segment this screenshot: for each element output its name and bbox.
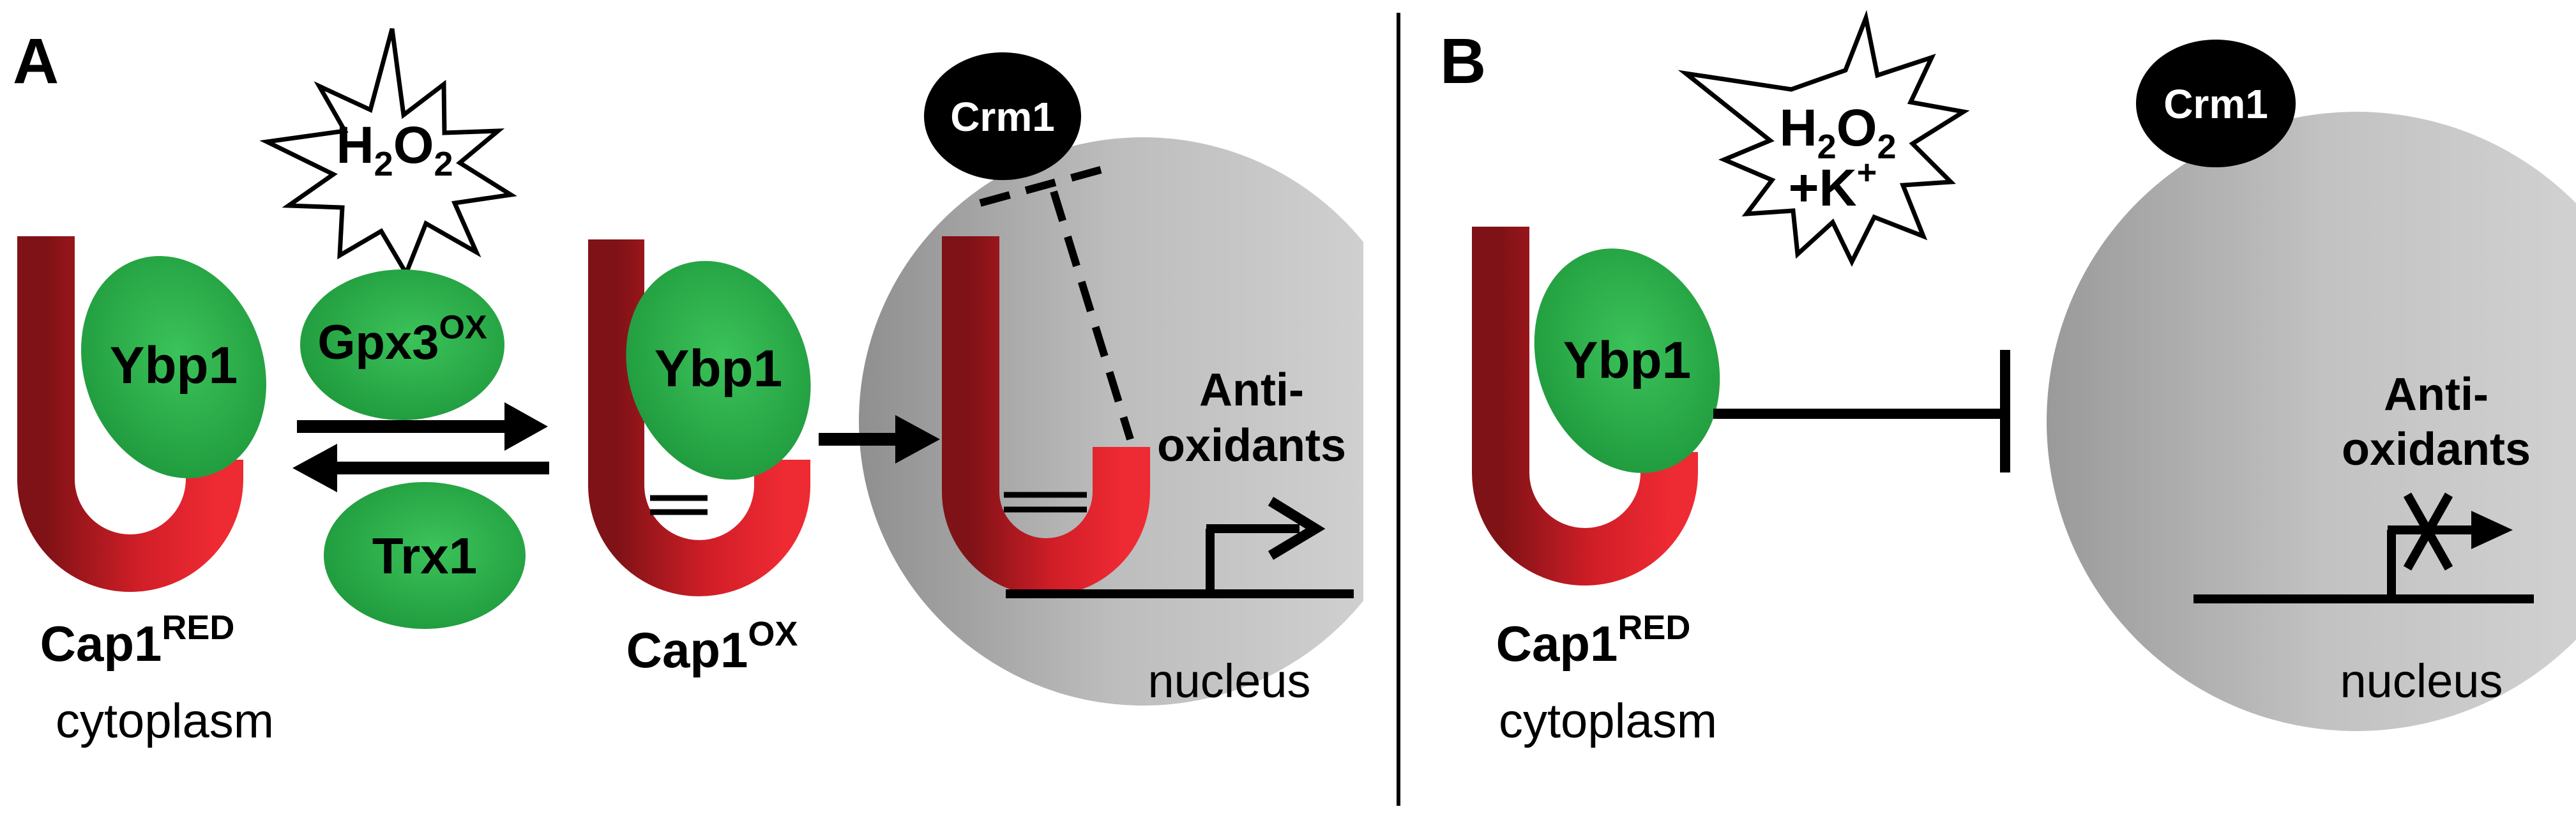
antioxidants-label-a-2: oxidants bbox=[1157, 420, 1346, 471]
equilibrium-arrows bbox=[292, 402, 549, 492]
inhibition-arrow bbox=[1713, 350, 2010, 472]
panel-b-letter: B bbox=[1440, 26, 1486, 97]
gpx3-label: Gpx3OX bbox=[317, 309, 487, 370]
antioxidants-label-a-1: Anti- bbox=[1199, 365, 1304, 416]
crm1-label-a: Crm1 bbox=[950, 94, 1055, 140]
panel-b: B Crm1 H2O2 +K+ Ybp1 Cap1RED cytoplasm A… bbox=[1440, 10, 2576, 748]
trx1-label: Trx1 bbox=[372, 527, 478, 584]
cap1-red-label-b: Cap1RED bbox=[1496, 608, 1691, 672]
nucleus-label-a: nucleus bbox=[1148, 654, 1310, 707]
import-arrow bbox=[819, 415, 940, 464]
ybp1-blob-a2 bbox=[626, 261, 811, 480]
h2o2-k-starburst-b bbox=[1678, 10, 1970, 267]
ybp1-blob-a1 bbox=[81, 256, 266, 478]
nucleus-b bbox=[2047, 112, 2576, 731]
cap1-nuclear-protein bbox=[942, 236, 1150, 596]
crm1-blob-a bbox=[924, 52, 1081, 180]
panel-a-letter: A bbox=[13, 26, 59, 97]
crm1-blocked-dash bbox=[979, 163, 1134, 441]
antioxidants-label-b-1: Anti- bbox=[2384, 369, 2489, 420]
ybp1-label-a2: Ybp1 bbox=[655, 340, 782, 398]
cap1-red-protein-a bbox=[17, 236, 243, 592]
transcription-arrow-a bbox=[1268, 497, 1326, 560]
cap1-red-label-a: Cap1RED bbox=[40, 608, 235, 672]
h2o2-label-b: H2O2 bbox=[1779, 99, 1896, 166]
ybp1-blob-b bbox=[1534, 248, 1720, 473]
disulfide-bond-nuclear bbox=[1004, 492, 1087, 513]
panel-a: A H2O2 Ybp1 Cap1RED cytoplasm Gpx3OX Trx… bbox=[13, 26, 1363, 748]
cytoplasm-label-b: cytoplasm bbox=[1499, 694, 1717, 748]
cap1-red-protein-b bbox=[1472, 227, 1698, 586]
cap1-ox-label: Cap1OX bbox=[626, 615, 798, 678]
crm1-blob-b bbox=[2136, 40, 2296, 167]
nucleus-label-b: nucleus bbox=[2340, 654, 2503, 707]
gpx3-blob bbox=[300, 269, 504, 420]
blocked-transcription-x bbox=[2403, 492, 2453, 571]
trx1-blob bbox=[324, 482, 526, 629]
antioxidants-label-b-2: oxidants bbox=[2342, 424, 2531, 475]
disulfide-bond-ox bbox=[650, 495, 708, 515]
cytoplasm-label-a: cytoplasm bbox=[56, 694, 274, 748]
k-plus-label-b: +K+ bbox=[1789, 153, 1877, 217]
ybp1-label-b: Ybp1 bbox=[1563, 331, 1691, 389]
crm1-label-b: Crm1 bbox=[2163, 81, 2268, 127]
transcription-arrow-b bbox=[2471, 511, 2513, 549]
ybp1-label-a1: Ybp1 bbox=[110, 336, 238, 395]
gene-promoter-a bbox=[1006, 524, 1354, 598]
h2o2-label-a: H2O2 bbox=[336, 116, 453, 183]
h2o2-starburst-a bbox=[259, 28, 517, 278]
cap1-ox-protein bbox=[588, 239, 810, 596]
